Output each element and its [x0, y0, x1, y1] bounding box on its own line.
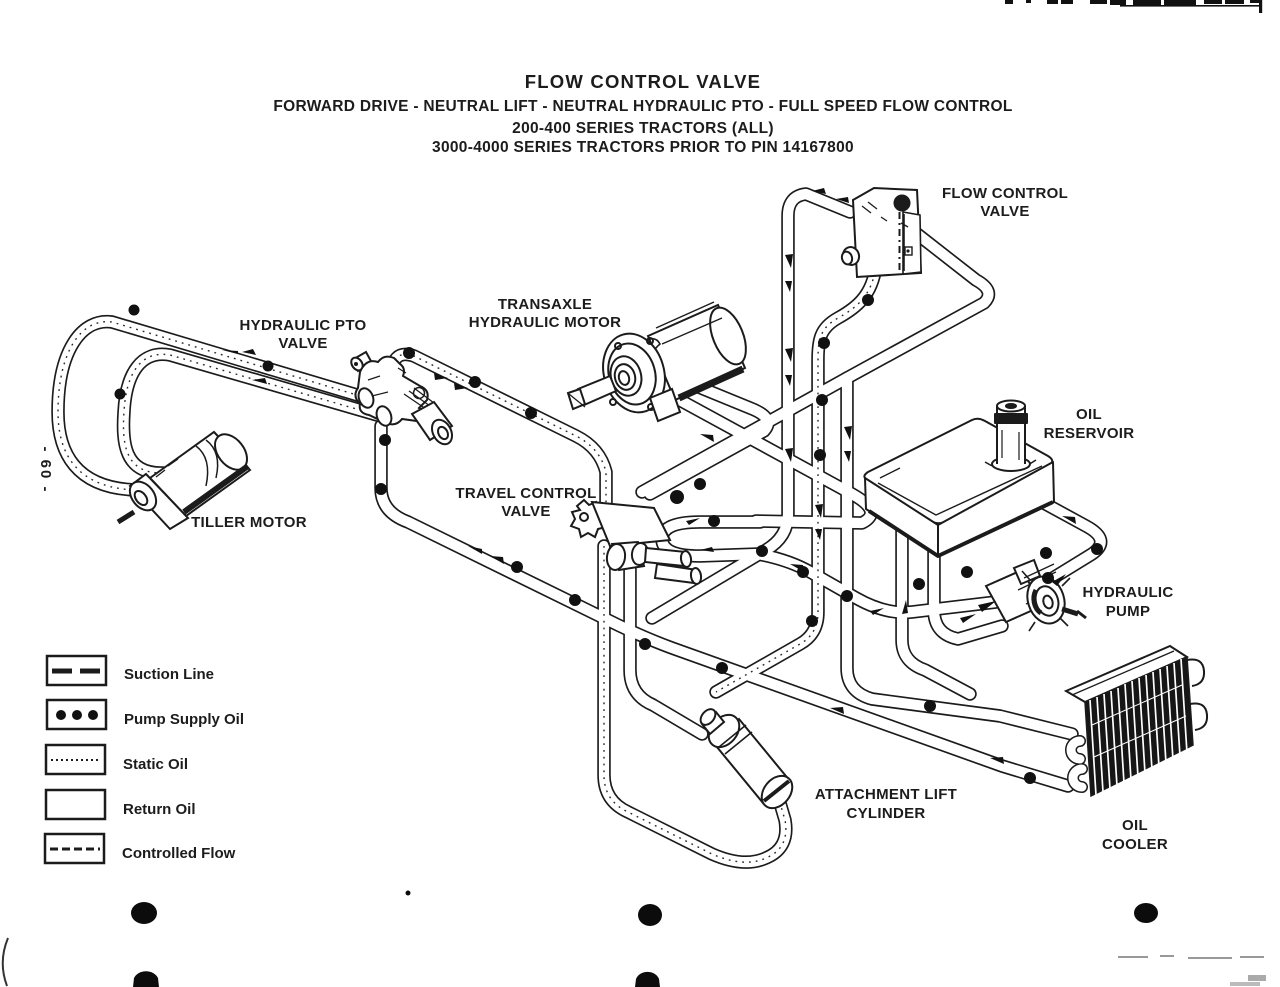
svg-text:PUMP: PUMP [1106, 603, 1151, 620]
svg-text:HYDRAULIC PTO: HYDRAULIC PTO [240, 317, 367, 334]
svg-text:Static Oil: Static Oil [123, 756, 188, 773]
svg-text:FLOW CONTROL VALVE: FLOW CONTROL VALVE [525, 71, 761, 92]
svg-text:VALVE: VALVE [278, 335, 327, 352]
svg-text:- 60 -: - 60 - [37, 446, 54, 493]
svg-text:ATTACHMENT LIFT: ATTACHMENT LIFT [815, 786, 957, 803]
svg-text:TILLER MOTOR: TILLER MOTOR [191, 514, 307, 531]
svg-text:200-400 SERIES TRACTORS (ALL): 200-400 SERIES TRACTORS (ALL) [512, 120, 774, 137]
svg-text:TRAVEL CONTROL: TRAVEL CONTROL [455, 485, 596, 502]
svg-text:VALVE: VALVE [501, 503, 550, 520]
svg-text:TRANSAXLE: TRANSAXLE [498, 296, 592, 313]
svg-text:HYDRAULIC: HYDRAULIC [1082, 584, 1173, 601]
svg-text:3000-4000 SERIES TRACTORS PRIO: 3000-4000 SERIES TRACTORS PRIOR TO PIN 1… [432, 139, 854, 156]
svg-text:Pump Supply Oil: Pump Supply Oil [124, 711, 244, 728]
svg-text:VALVE: VALVE [980, 203, 1029, 220]
svg-text:FLOW CONTROL: FLOW CONTROL [942, 185, 1068, 202]
svg-text:RESERVOIR: RESERVOIR [1044, 425, 1135, 442]
svg-text:COOLER: COOLER [1102, 836, 1168, 853]
svg-text:Suction Line: Suction Line [124, 666, 214, 683]
svg-text:OIL: OIL [1122, 817, 1148, 834]
svg-text:Controlled Flow: Controlled Flow [122, 845, 236, 862]
svg-text:Return Oil: Return Oil [123, 801, 196, 818]
svg-text:OIL: OIL [1076, 406, 1102, 423]
svg-text:CYLINDER: CYLINDER [846, 805, 925, 822]
svg-text:HYDRAULIC MOTOR: HYDRAULIC MOTOR [469, 314, 622, 331]
svg-text:FORWARD DRIVE - NEUTRAL LIFT -: FORWARD DRIVE - NEUTRAL LIFT - NEUTRAL H… [273, 98, 1012, 115]
